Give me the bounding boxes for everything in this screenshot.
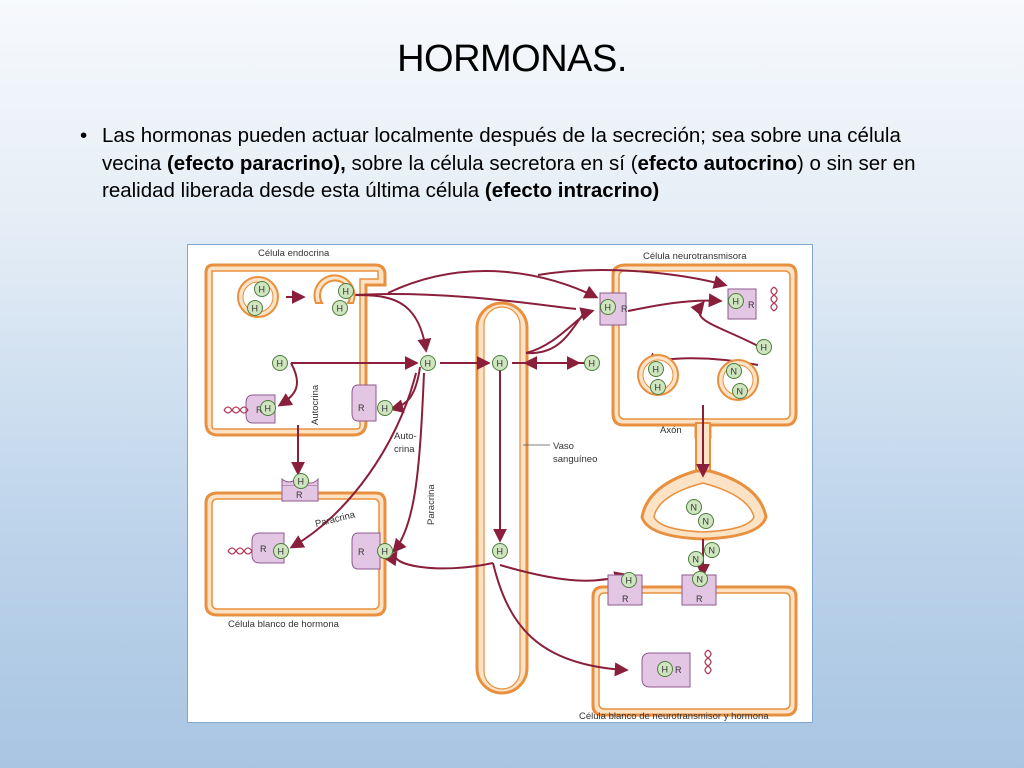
bullet-paragraph: • Las hormonas pueden actuar localmente … bbox=[80, 122, 960, 205]
bullet-run-bold: (efecto paracrino), bbox=[166, 151, 346, 175]
bullet-text: Las hormonas pueden actuar localmente de… bbox=[102, 122, 960, 205]
svg-text:R: R bbox=[622, 594, 629, 604]
svg-text:N: N bbox=[731, 367, 738, 377]
svg-text:H: H bbox=[382, 547, 389, 557]
svg-text:H: H bbox=[265, 404, 272, 414]
svg-text:R: R bbox=[256, 405, 263, 415]
svg-text:H: H bbox=[761, 343, 768, 353]
svg-text:N: N bbox=[693, 555, 700, 565]
svg-text:H: H bbox=[655, 383, 662, 393]
svg-text:N: N bbox=[703, 517, 710, 527]
hormone-labels: H H H H H H H H H H H H H H H H H H H H … bbox=[252, 285, 768, 675]
svg-text:H: H bbox=[343, 287, 350, 297]
bullet-run: sobre la célula secretora en sí ( bbox=[345, 151, 638, 175]
bullet-marker: • bbox=[80, 124, 88, 147]
vessel-label-line1: Vaso bbox=[553, 441, 574, 452]
bullet-run: ) o sin ser en realidad liberada desde e… bbox=[102, 151, 916, 203]
svg-text:R: R bbox=[621, 304, 628, 314]
svg-text:H: H bbox=[733, 297, 740, 307]
paracrine-vertical-label: Paracrina bbox=[426, 484, 437, 525]
svg-text:H: H bbox=[278, 547, 285, 557]
neuro-hormone-target-cell-label: Célula blanco de neurotransmisor y hormo… bbox=[579, 711, 769, 722]
axon-label: Axón bbox=[660, 425, 682, 436]
svg-text:H: H bbox=[425, 359, 432, 369]
slide-title: HORMONAS. bbox=[397, 38, 627, 80]
vesicle-fusing bbox=[313, 274, 356, 304]
neurotransmitter-labels: N N N N N N N bbox=[691, 367, 744, 585]
autocrine-split-label-1: Auto- bbox=[394, 431, 417, 442]
svg-text:H: H bbox=[277, 359, 284, 369]
svg-text:H: H bbox=[337, 304, 344, 314]
svg-text:N: N bbox=[697, 575, 704, 585]
svg-text:R: R bbox=[675, 665, 682, 675]
svg-text:H: H bbox=[497, 359, 504, 369]
svg-text:N: N bbox=[737, 387, 744, 397]
svg-text:R: R bbox=[748, 300, 755, 310]
svg-text:H: H bbox=[662, 665, 669, 675]
svg-text:R: R bbox=[358, 403, 365, 413]
svg-text:H: H bbox=[626, 576, 633, 586]
endocrine-cell-label: Célula endocrina bbox=[258, 248, 330, 259]
receptor-labels: R R R R R R R R R R bbox=[256, 300, 755, 675]
diagram-svg: Célula endocrina Célula blanco de hormon… bbox=[204, 248, 798, 722]
svg-text:H: H bbox=[589, 359, 596, 369]
bullet-run-bold: efecto autocrino bbox=[637, 151, 797, 175]
svg-text:N: N bbox=[709, 546, 716, 556]
svg-text:H: H bbox=[252, 304, 259, 314]
svg-text:R: R bbox=[260, 544, 267, 554]
svg-text:H: H bbox=[653, 365, 660, 375]
bullet-run: Las hormonas pueden actuar localmente de… bbox=[102, 124, 901, 175]
svg-text:H: H bbox=[605, 303, 612, 313]
hormone-action-diagram: Célula endocrina Célula blanco de hormon… bbox=[187, 244, 813, 723]
bullet-run-bold: (efecto intracrino) bbox=[484, 179, 660, 202]
svg-text:H: H bbox=[497, 547, 504, 557]
autocrine-split-label-2: crina bbox=[394, 444, 415, 455]
neurotransmitter-cell-label: Célula neurotransmisora bbox=[643, 251, 747, 262]
svg-text:R: R bbox=[358, 547, 365, 557]
vessel-label-line2: sanguíneo bbox=[553, 454, 597, 465]
svg-text:R: R bbox=[296, 490, 303, 500]
signal-arrows bbox=[277, 268, 761, 677]
svg-text:H: H bbox=[298, 477, 305, 487]
svg-text:N: N bbox=[691, 503, 698, 513]
autocrine-label: Autocrina bbox=[310, 384, 321, 425]
svg-text:R: R bbox=[696, 594, 703, 604]
svg-text:H: H bbox=[259, 285, 266, 295]
hormone-target-cell-label: Célula blanco de hormona bbox=[228, 619, 340, 630]
svg-text:H: H bbox=[382, 404, 389, 414]
